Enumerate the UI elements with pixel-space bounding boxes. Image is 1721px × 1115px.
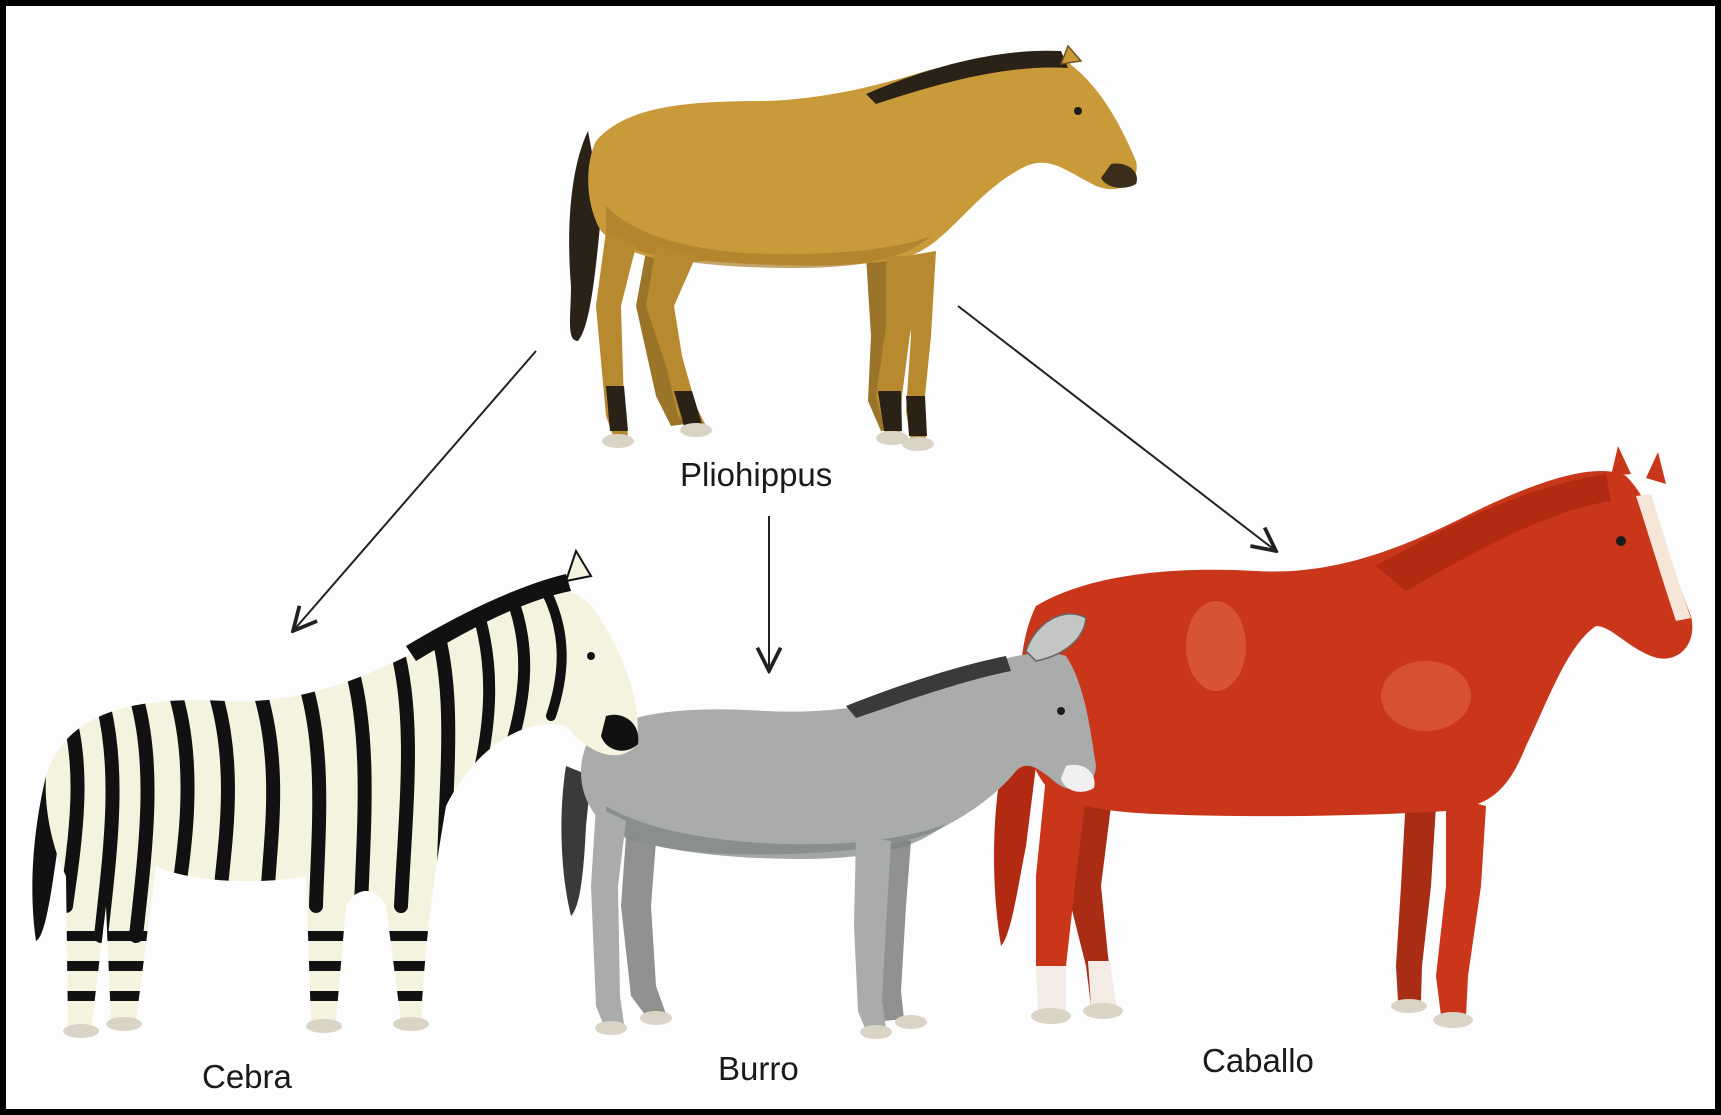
label-cebra: Cebra [202, 1058, 292, 1096]
diagram-svg [6, 6, 1715, 1109]
arrow-to-horse [958, 306, 1276, 551]
label-pliohippus: Pliohippus [680, 456, 832, 494]
label-burro: Burro [718, 1050, 799, 1088]
label-caballo: Caballo [1202, 1042, 1314, 1080]
pliohippus-illustration [569, 46, 1137, 451]
diagram-canvas: Pliohippus Cebra Burro Caballo [6, 6, 1715, 1109]
zebra-illustration [32, 551, 638, 1038]
arrow-to-zebra [293, 351, 536, 631]
horse-illustration [994, 446, 1692, 1028]
